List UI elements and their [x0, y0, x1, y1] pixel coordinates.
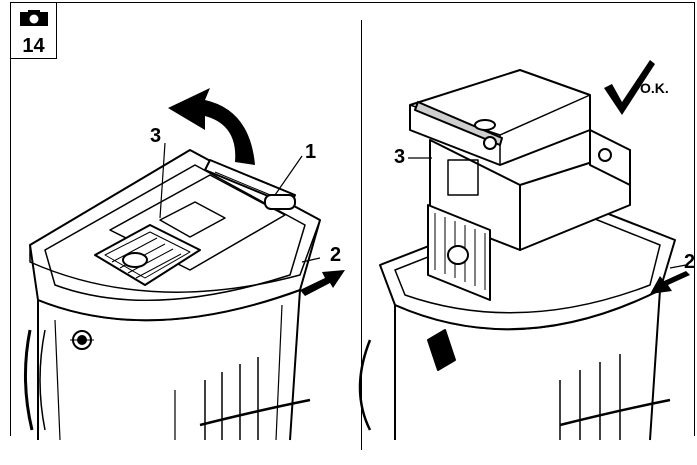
- right-leader-lines: [408, 157, 687, 269]
- label-2-right: 2: [684, 251, 696, 273]
- push-arrow-left-icon: [300, 270, 345, 296]
- label-1-left: 1: [305, 141, 317, 163]
- push-arrow-right-icon: [650, 271, 690, 294]
- left-leader-lines: [159, 142, 321, 263]
- right-shredder: [358, 69, 676, 441]
- checkmark-icon: [604, 60, 655, 115]
- figure-frame: [10, 2, 695, 436]
- label-2-left: 2: [330, 244, 342, 266]
- left-shredder: [23, 149, 321, 441]
- label-3-left: 3: [150, 125, 162, 147]
- figure-badge: 14: [10, 2, 57, 59]
- camera-icon: [20, 10, 48, 26]
- label-3-right: 3: [394, 146, 406, 168]
- rotate-arrow-icon: [168, 88, 255, 165]
- figure-number: 14: [22, 35, 45, 57]
- panel-divider: [361, 20, 362, 450]
- ok-label: O.K.: [640, 80, 669, 96]
